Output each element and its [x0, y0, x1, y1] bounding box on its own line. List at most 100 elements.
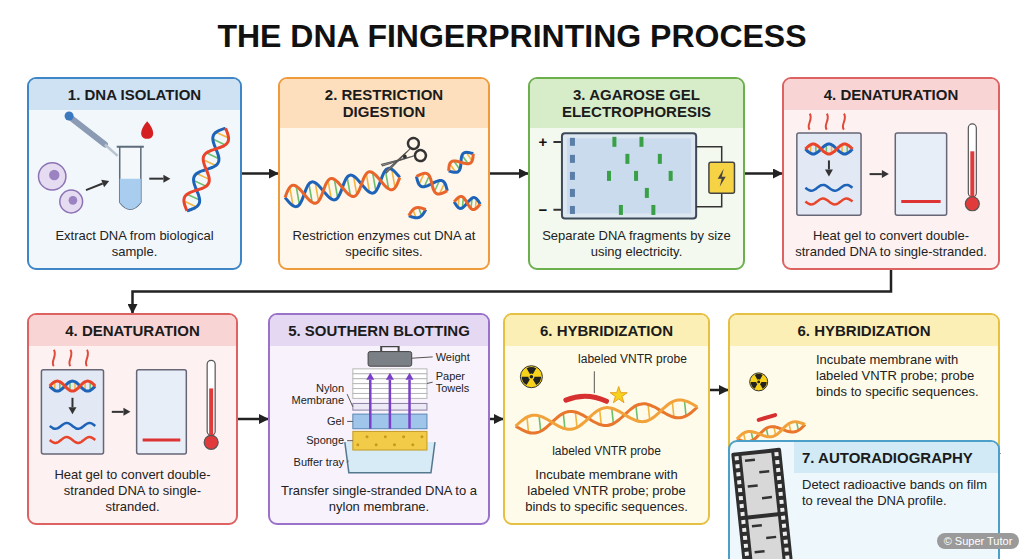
- illustration-shape: [831, 145, 833, 154]
- illustration-shape: [741, 453, 777, 516]
- illustration-group: [797, 114, 979, 215]
- illustration-shape: [789, 423, 791, 431]
- illustration-shape: [450, 164, 456, 173]
- illustration-shape: [69, 382, 71, 391]
- illustration-shape: [209, 388, 213, 440]
- illustration-shape: [353, 379, 427, 384]
- illustration-shape: [520, 366, 542, 388]
- step-description: Detect radioactive bands on film to reve…: [730, 473, 998, 515]
- illustration-shape: [353, 414, 427, 429]
- illustration-shape: [204, 435, 218, 449]
- scissors-icon: [378, 136, 428, 179]
- illustration-shape: [466, 152, 472, 161]
- illustration-shape: [672, 402, 674, 418]
- illustration-shape: [781, 516, 785, 520]
- illustration-shape: [309, 184, 312, 203]
- illustration-shape: [366, 435, 369, 438]
- leader-line: [347, 461, 348, 463]
- flow-arrow: [242, 172, 278, 175]
- dna-helix: [515, 398, 699, 435]
- illustration-shape: [797, 133, 861, 215]
- illustration-shape: [68, 407, 76, 414]
- illustration-shape: [731, 448, 795, 559]
- illustration-shape: [901, 200, 940, 203]
- step-description: Transfer single-stranded DNA to a nylon …: [270, 479, 488, 523]
- illustration-shape: [809, 114, 811, 130]
- flow-arrow: [238, 418, 268, 421]
- illustration-shape: [748, 484, 758, 488]
- illustration-group: [731, 448, 795, 559]
- illustration-shape: [411, 443, 414, 446]
- step-title: 5. SOUTHERN BLOTTING: [270, 315, 488, 346]
- part-label: Weight: [436, 351, 470, 364]
- illustration-shape: [353, 384, 427, 389]
- illustration-shape: [180, 125, 233, 214]
- leader-line: [347, 440, 353, 441]
- illustration-shape: [462, 155, 468, 164]
- illustration-group: [345, 346, 435, 472]
- illustration-shape: [120, 147, 141, 210]
- illustration-shape: [759, 470, 769, 474]
- illustration-shape: [740, 512, 744, 516]
- illustration-shape: [553, 141, 562, 143]
- illustration-shape: [846, 145, 848, 154]
- dna-helix: [454, 196, 481, 210]
- part-label: Nylon Membrane: [272, 382, 344, 407]
- part-label: Gel: [327, 415, 344, 428]
- illustration-shape: [805, 199, 852, 205]
- illustration-shape: [53, 350, 55, 366]
- illustration-shape: [470, 198, 473, 208]
- step-description: Incubate membrane with labeled VNTR prob…: [505, 463, 708, 523]
- illustration-shape: [748, 516, 784, 559]
- illustration-shape: [413, 210, 416, 218]
- flow-arrow: [490, 172, 528, 175]
- illustration-shape: [778, 484, 782, 488]
- illustration-shape: [805, 144, 852, 154]
- illustration-shape: [86, 184, 103, 191]
- illustration-shape: [696, 147, 722, 162]
- step-description: Heat gel to convert double-stranded DNA …: [29, 463, 236, 523]
- illustration-shape: [636, 406, 638, 422]
- film-strip: [731, 448, 795, 559]
- illustration-group: [283, 136, 481, 220]
- leader-line: [347, 421, 353, 422]
- illustration-shape: [445, 149, 476, 176]
- illustration-shape: [409, 210, 428, 221]
- illustration-shape: [216, 132, 229, 138]
- illustration-shape: [381, 346, 398, 351]
- illustration-shape: [184, 201, 197, 207]
- illustration-shape: [71, 398, 73, 407]
- illustration-group: [39, 111, 233, 214]
- illustration-shape: [353, 374, 427, 379]
- step-box: 4. DENATURATIONHeat gel to convert doubl…: [782, 77, 1000, 270]
- dna-helix: [445, 149, 476, 176]
- step-title: 4. DENATURATION: [29, 315, 236, 346]
- illustration-shape: [766, 428, 768, 436]
- illustration-shape: [143, 438, 181, 441]
- illustration-shape: [366, 174, 369, 193]
- dna-helix: [180, 125, 233, 214]
- illustration-shape: [779, 500, 783, 504]
- illustration-shape: [735, 456, 739, 460]
- illustration-shape: [780, 508, 784, 512]
- illustration-shape: [366, 373, 374, 380]
- illustration-shape: [50, 437, 96, 443]
- illustration-shape: [369, 380, 372, 429]
- illustration-shape: [751, 382, 758, 389]
- step-title: 2. RESTRICTION DIGESTION: [280, 79, 488, 128]
- illustration-shape: [566, 396, 607, 401]
- illustration-shape: [752, 524, 762, 528]
- illustration-shape: [69, 350, 71, 366]
- illustration-shape: [413, 170, 450, 197]
- illustration-shape: [575, 412, 577, 428]
- illustration-shape: [527, 417, 529, 433]
- illustration-shape: [797, 422, 799, 430]
- illustration-shape: [745, 552, 749, 556]
- illustration-shape: [296, 186, 299, 205]
- illustration-shape: [709, 162, 735, 193]
- illustration-group: [41, 350, 218, 454]
- illustration-shape: [413, 170, 450, 197]
- illustration-shape: [54, 382, 56, 391]
- illustration-shape: [777, 476, 781, 480]
